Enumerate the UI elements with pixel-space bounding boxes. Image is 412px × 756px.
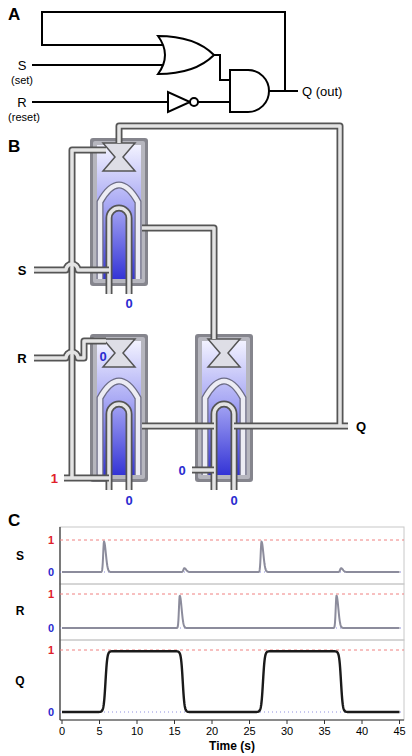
level-one-line — [60, 594, 404, 595]
not-output-wire — [198, 101, 230, 103]
signal-trace — [62, 651, 400, 712]
input-name: S — [18, 264, 27, 277]
axis-tick: 10 — [131, 726, 143, 737]
axis-tick-mark — [99, 720, 100, 724]
axis-tick-mark — [287, 720, 288, 724]
axis-tick: 0 — [48, 707, 54, 718]
logic-value: 0 — [99, 350, 106, 363]
axis-tick-mark — [249, 720, 250, 724]
axis-tick: 1 — [48, 645, 54, 656]
logic-circuit — [32, 12, 298, 112]
plot-strip — [60, 584, 404, 640]
logic-value: 0 — [230, 494, 237, 507]
logic-value: 0 — [178, 464, 185, 477]
plot-strip — [60, 640, 404, 720]
or-gate — [158, 36, 214, 74]
timing-plot — [60, 527, 404, 724]
axis-tick-mark — [324, 720, 325, 724]
valve-network — [34, 126, 348, 490]
trace-name: Q — [15, 675, 24, 687]
signal-trace — [62, 542, 400, 572]
input-name: R — [17, 352, 26, 365]
axis-tick: 35 — [318, 726, 330, 737]
axis-title: Time (s) — [209, 740, 255, 752]
channel-fill — [34, 126, 348, 478]
level-one-line — [60, 540, 404, 541]
input-name: R — [17, 96, 26, 109]
panel-letter: C — [8, 512, 20, 529]
valve-symbol — [90, 334, 148, 490]
trace-name: S — [16, 550, 24, 562]
channel-outline — [34, 126, 348, 478]
x-axis — [60, 719, 404, 720]
axis-tick: 45 — [393, 726, 405, 737]
y-axis — [59, 527, 60, 720]
axis-tick: 25 — [243, 726, 255, 737]
output-name: Q — [356, 420, 366, 433]
axis-tick: 30 — [281, 726, 293, 737]
plot-strip — [60, 527, 404, 584]
axis-tick: 0 — [48, 567, 54, 578]
trace-name: R — [16, 605, 25, 617]
reset-wire — [32, 101, 168, 103]
axis-tick: 40 — [356, 726, 368, 737]
panel-letter: B — [8, 138, 20, 155]
axis-tick-mark — [174, 720, 175, 724]
axis-tick-mark — [399, 720, 400, 724]
and-gate — [230, 70, 269, 112]
logic-value: 1 — [51, 472, 58, 485]
output-wire — [269, 90, 298, 92]
or-output-wire — [214, 55, 230, 80]
panel-letter: A — [8, 6, 20, 23]
output-name: Q (out) — [302, 85, 342, 98]
axis-tick: 1 — [48, 589, 54, 600]
not-gate — [168, 92, 190, 112]
axis-tick-mark — [62, 720, 63, 724]
signal-trace — [62, 596, 400, 628]
set-wire — [32, 64, 164, 66]
logic-value: 0 — [125, 297, 132, 310]
axis-tick: 0 — [59, 726, 65, 737]
axis-tick: 20 — [206, 726, 218, 737]
axis-tick-mark — [362, 720, 363, 724]
axis-tick: 1 — [48, 535, 54, 546]
axis-tick: 5 — [96, 726, 102, 737]
logic-value: 0 — [125, 494, 132, 507]
axis-tick-mark — [137, 720, 138, 724]
input-name: S — [18, 59, 27, 72]
axis-tick: 15 — [168, 726, 180, 737]
not-bubble — [190, 98, 198, 106]
axis-tick: 0 — [48, 623, 54, 634]
axis-tick-mark — [212, 720, 213, 724]
input-note: (set) — [11, 75, 33, 86]
input-note: (reset) — [8, 112, 40, 123]
